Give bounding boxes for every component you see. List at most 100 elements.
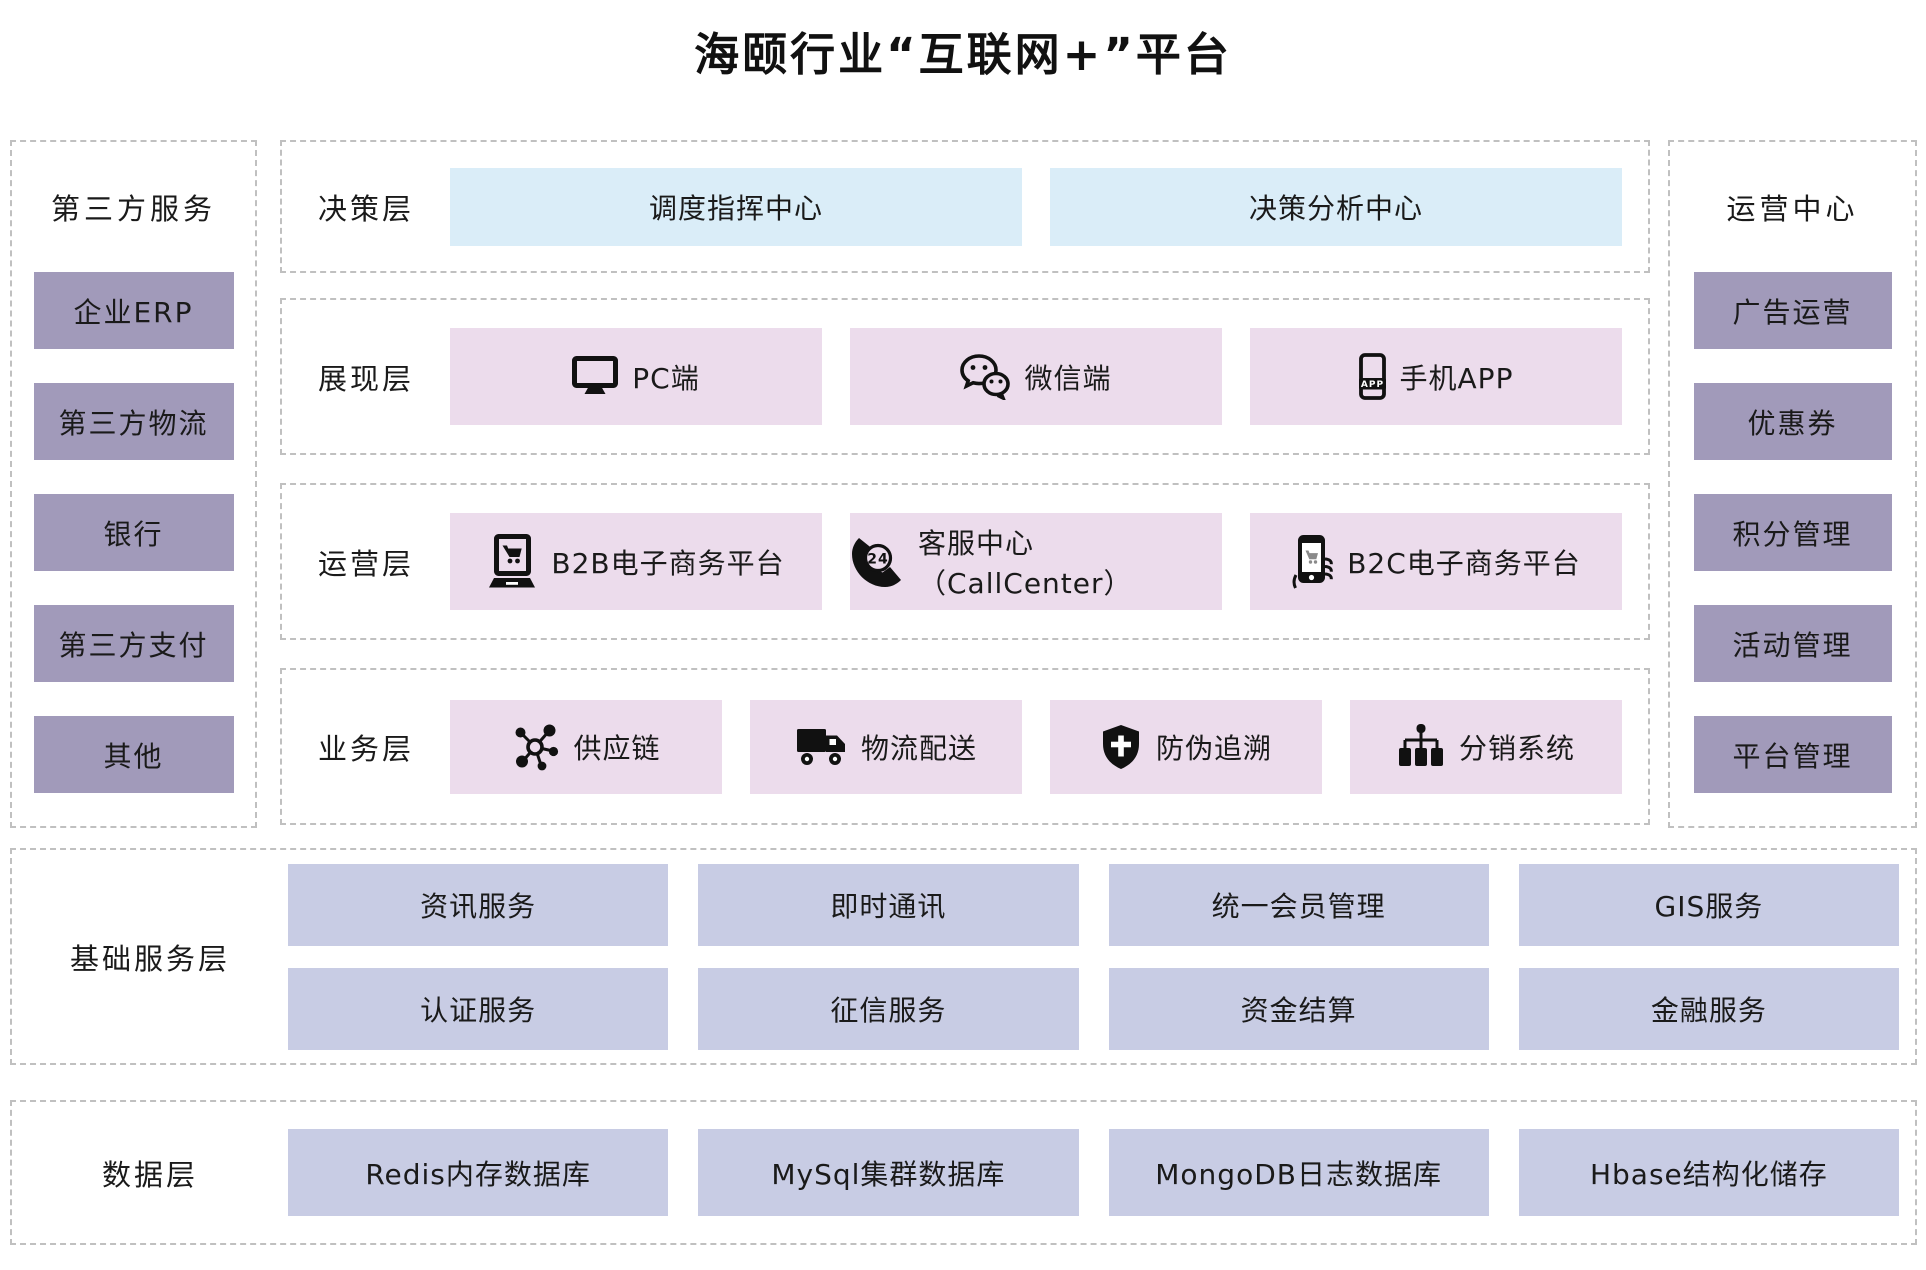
business-layer-item-label: 分销系统 <box>1458 731 1575 765</box>
operation-layer-item-label: 客服中心（CallCenter） <box>918 526 1133 600</box>
operation-center-item: 积分管理 <box>1693 494 1892 571</box>
data-layer-item-label: MySql集群数据库 <box>771 1157 1006 1191</box>
data-layer-row: 数据层 Redis内存数据库 MySql集群数据库 MongoDB日志数据库 H… <box>10 1100 1917 1245</box>
operation-center-item-label: 广告运营 <box>1732 295 1853 329</box>
base-service-item: 即时通讯 <box>698 863 1079 946</box>
base-service-layer-label: 基础服务层 <box>69 941 230 976</box>
operation-center-item-label: 平台管理 <box>1732 739 1853 773</box>
presentation-layer-item-label: PC端 <box>632 361 700 395</box>
data-layer-item: MongoDB日志数据库 <box>1108 1129 1489 1216</box>
presentation-layer-item: PC端 <box>450 328 822 425</box>
data-layer-label: 数据层 <box>101 1157 198 1192</box>
data-layer-item-label: Redis内存数据库 <box>365 1157 591 1191</box>
business-layer-item: 供应链 <box>450 699 722 794</box>
business-layer-item-label: 供应链 <box>573 731 661 765</box>
operation-center-item: 优惠券 <box>1693 383 1892 460</box>
business-layer-item-label: 防伪追溯 <box>1155 731 1272 765</box>
third-party-item: 企业ERP <box>33 272 234 349</box>
base-service-item-label: 金融服务 <box>1650 993 1767 1027</box>
business-layer-items: 供应链 物流配送 防伪追溯 <box>450 699 1622 794</box>
business-layer-item: 物流配送 <box>750 699 1022 794</box>
operation-center-items: 广告运营 优惠券 积分管理 活动管理 平台管理 <box>1670 238 1915 793</box>
third-party-item-label: 其他 <box>103 739 164 773</box>
data-layer-item: MySql集群数据库 <box>698 1129 1079 1216</box>
operation-layer-items: B2B电子商务平台 24 客服中心（CallCenter） B2C电子商务平台 <box>450 513 1622 610</box>
operation-layer-item: B2B电子商务平台 <box>450 513 822 610</box>
third-party-item-label: 银行 <box>103 517 164 551</box>
base-service-item: GIS服务 <box>1518 863 1899 946</box>
third-party-panel-title: 第三方服务 <box>50 192 216 226</box>
base-service-item: 征信服务 <box>698 967 1079 1050</box>
data-layer-item-label: MongoDB日志数据库 <box>1155 1157 1442 1191</box>
third-party-item-label: 第三方支付 <box>58 628 209 662</box>
presentation-layer-item: APP 手机APP <box>1250 328 1622 425</box>
decision-layer-item: 调度指挥中心 <box>450 167 1022 246</box>
third-party-item: 其他 <box>33 716 234 793</box>
distribution-network-icon <box>1397 723 1445 770</box>
operation-center-item-label: 积分管理 <box>1732 517 1853 551</box>
base-service-item-label: 认证服务 <box>420 993 537 1027</box>
logistics-truck-icon <box>795 726 847 768</box>
business-layer-item: 防伪追溯 <box>1050 699 1322 794</box>
decision-layer-item-label: 决策分析中心 <box>1248 191 1423 225</box>
base-service-item: 认证服务 <box>288 967 669 1050</box>
presentation-layer-row: 展现层 PC端 微信端 <box>280 298 1650 455</box>
decision-layer-item: 决策分析中心 <box>1050 167 1622 246</box>
base-service-item: 资讯服务 <box>288 863 669 946</box>
presentation-layer-items: PC端 微信端 APP 手机APP <box>450 328 1622 425</box>
operation-layer-item-label: B2B电子商务平台 <box>551 546 785 580</box>
operation-center-item: 活动管理 <box>1693 605 1892 682</box>
third-party-items: 企业ERP 第三方物流 银行 第三方支付 其他 <box>12 238 255 793</box>
third-party-item: 第三方支付 <box>33 605 234 682</box>
base-service-item-label: GIS服务 <box>1654 889 1764 923</box>
supply-chain-icon <box>511 723 559 771</box>
operation-center-item: 平台管理 <box>1693 716 1892 793</box>
presentation-layer-item: 微信端 <box>850 328 1222 425</box>
operation-layer-label: 运营层 <box>317 546 414 581</box>
base-service-layer-row: 基础服务层 资讯服务 即时通讯 统一会员管理 GIS服务 <box>10 848 1917 1065</box>
third-party-item: 第三方物流 <box>33 383 234 460</box>
data-layer-item-label: Hbase结构化储存 <box>1589 1157 1828 1191</box>
business-layer-row: 业务层 供应链 物流配送 <box>280 668 1650 825</box>
operation-center-item-label: 活动管理 <box>1732 628 1853 662</box>
operation-center-item-label: 优惠券 <box>1747 406 1838 440</box>
data-layer-items: Redis内存数据库 MySql集群数据库 MongoDB日志数据库 Hbase… <box>288 1129 1899 1216</box>
b2c-ecommerce-icon <box>1291 533 1334 591</box>
presentation-layer-item-label: 手机APP <box>1399 361 1514 395</box>
operation-center-panel: 运营中心 广告运营 优惠券 积分管理 活动管理 <box>1668 140 1917 828</box>
decision-layer-items: 调度指挥中心 决策分析中心 <box>450 167 1622 246</box>
third-party-item-label: 第三方物流 <box>58 406 209 440</box>
base-service-item: 统一会员管理 <box>1108 863 1489 946</box>
business-layer-item-label: 物流配送 <box>860 731 977 765</box>
svg-text:24: 24 <box>867 551 888 567</box>
data-layer-item: Hbase结构化储存 <box>1518 1129 1899 1216</box>
third-party-services-panel: 第三方服务 企业ERP 第三方物流 银行 第三方支付 <box>10 140 257 828</box>
data-layer-item: Redis内存数据库 <box>288 1129 669 1216</box>
base-service-item-label: 征信服务 <box>830 993 947 1027</box>
business-layer-label: 业务层 <box>317 731 414 766</box>
base-service-layer-items: 资讯服务 即时通讯 统一会员管理 GIS服务 认证服务 <box>288 863 1899 1050</box>
operation-layer-item-label: B2C电子商务平台 <box>1347 546 1581 580</box>
presentation-layer-label: 展现层 <box>317 361 414 396</box>
base-service-item: 资金结算 <box>1108 967 1489 1050</box>
base-service-item-label: 即时通讯 <box>830 889 947 923</box>
operation-center-panel-title: 运营中心 <box>1726 192 1859 226</box>
anti-counterfeit-shield-icon <box>1100 723 1142 771</box>
page-title: 海颐行业“互联网+”平台 <box>694 28 1232 81</box>
operation-center-item: 广告运营 <box>1693 272 1892 349</box>
base-service-item-label: 资讯服务 <box>420 889 537 923</box>
callcenter-icon: 24 <box>850 535 904 589</box>
svg-text:APP: APP <box>1360 380 1383 390</box>
business-layer-item: 分销系统 <box>1350 699 1622 794</box>
decision-layer-item-label: 调度指挥中心 <box>648 191 823 225</box>
operation-layer-item: B2C电子商务平台 <box>1250 513 1622 610</box>
third-party-item-label: 企业ERP <box>73 295 194 329</box>
wechat-icon <box>960 353 1011 400</box>
b2b-ecommerce-icon <box>487 533 537 590</box>
mobile-app-icon: APP <box>1358 353 1386 400</box>
base-service-item-label: 统一会员管理 <box>1211 889 1386 923</box>
decision-layer-row: 决策层 调度指挥中心 决策分析中心 <box>280 140 1650 273</box>
presentation-layer-item-label: 微信端 <box>1024 361 1112 395</box>
decision-layer-label: 决策层 <box>317 191 414 226</box>
